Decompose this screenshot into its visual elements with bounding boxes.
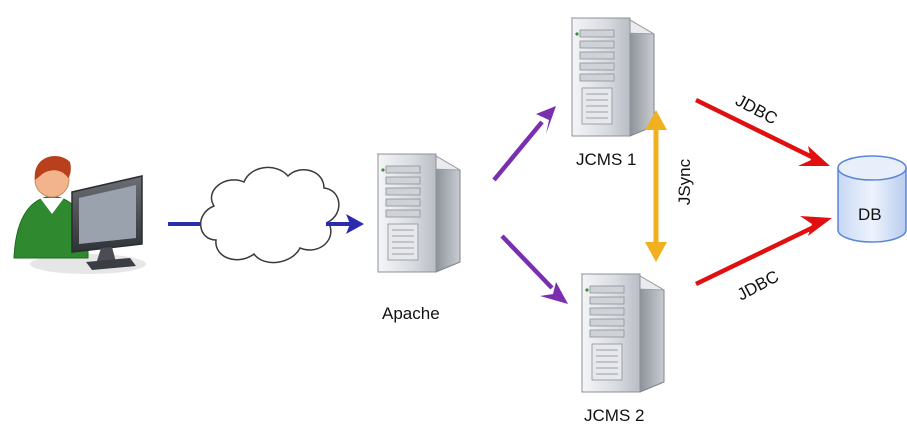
- apache-label: Apache: [382, 304, 440, 323]
- db-label: DB: [858, 205, 882, 224]
- apache-server-icon: [377, 153, 461, 273]
- arrow-apache-to-jcms1: [492, 106, 556, 182]
- user-computer-icon: [13, 156, 146, 274]
- arrow-apache-to-jcms2: [500, 234, 568, 304]
- jsync-arrow: [645, 110, 667, 262]
- arrow-cloud-to-apache: [326, 214, 364, 234]
- jcms1-server-icon: [571, 17, 655, 137]
- jdbc-arrow-bottom: [695, 216, 832, 287]
- jcms2-label: JCMS 2: [584, 406, 645, 425]
- database-icon: [837, 155, 907, 243]
- internet-cloud-icon: [199, 166, 340, 264]
- jdbc-arrow-top: [695, 97, 830, 166]
- jcms2-server-icon: [581, 273, 665, 393]
- jsync-label: JSync: [675, 158, 694, 206]
- jcms1-label: JCMS 1: [576, 150, 637, 169]
